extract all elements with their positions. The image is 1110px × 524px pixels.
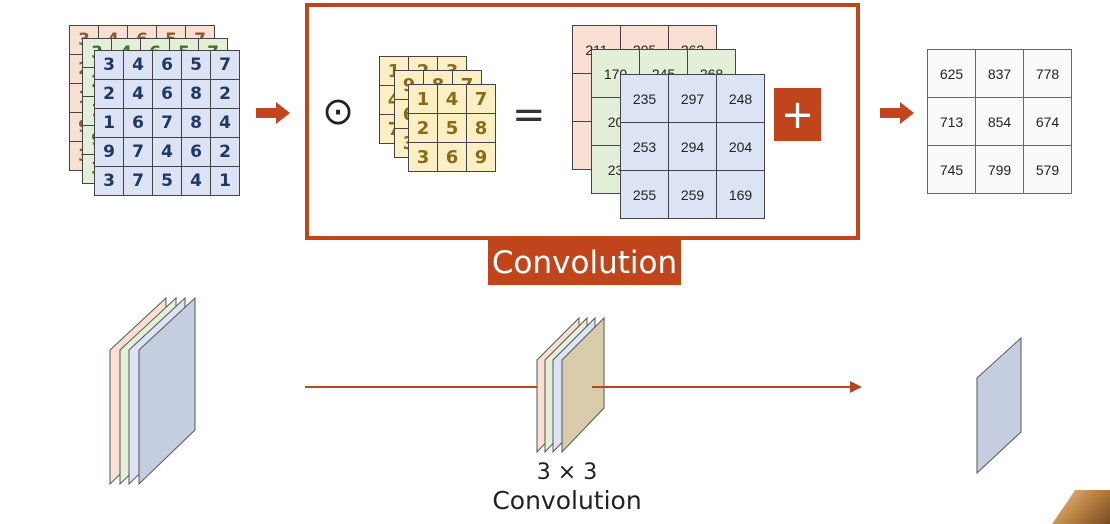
arrow-head-icon [850,381,862,393]
input-cell: 7 [124,167,153,196]
product-cell: 253 [621,123,669,171]
output-cell: 579 [1024,146,1072,194]
kernel-volume-icon [536,316,605,454]
output-cell: 799 [976,146,1024,194]
input-cell: 3 [95,167,124,196]
kernel-cell: 2 [409,114,438,143]
volume-diagram [109,296,1022,486]
input-cell: 5 [182,51,211,80]
input-cell: 4 [211,109,240,138]
input-cell: 7 [124,138,153,167]
output-cell: 837 [976,50,1024,98]
input-cell: 2 [211,138,240,167]
input-cell: 2 [211,80,240,109]
input-cell: 6 [182,138,211,167]
input-cell: 2 [95,80,124,109]
output-cell: 854 [976,98,1024,146]
input-volume-icon [109,296,196,486]
kernel-cell: 1 [409,85,438,114]
product-cell: 294 [669,123,717,171]
product-cell: 235 [621,75,669,123]
product-cell: 255 [621,171,669,219]
product-cell: 248 [717,75,765,123]
input-cell: 5 [153,167,182,196]
kernel-caption-label: Convolution [492,486,642,515]
kernel-cell: 5 [438,114,467,143]
kernel-size-label: 3 × 3 [536,460,598,485]
input-cell: 6 [124,109,153,138]
hadamard-operator: ⊙ [322,89,354,133]
input-cell: 4 [124,80,153,109]
product-cell: 204 [717,123,765,171]
output-cell: 674 [1024,98,1072,146]
input-cell: 6 [153,80,182,109]
output-cell: 625 [928,50,976,98]
product-cell: 259 [669,171,717,219]
kernel-cell: 3 [409,143,438,172]
output-cell: 745 [928,146,976,194]
equals-sign: = [512,92,546,138]
product-cell: 169 [717,171,765,219]
kernel-cell: 4 [438,85,467,114]
input-cell: 1 [211,167,240,196]
output-volume-icon [976,336,1022,475]
input-cell: 4 [182,167,211,196]
input-cell: 8 [182,80,211,109]
kernel-cell: 9 [467,143,496,172]
kernel-cell: 7 [467,85,496,114]
output-cell: 713 [928,98,976,146]
arrow-right-icon [880,102,914,124]
input-cell: 4 [153,138,182,167]
input-cell: 8 [182,109,211,138]
output-cell: 778 [1024,50,1072,98]
product-cell: 297 [669,75,717,123]
input-cell: 9 [95,138,124,167]
input-cell: 1 [95,109,124,138]
convolution-box [305,3,860,240]
convolution-label: Convolution [488,240,681,285]
kernel-cell: 8 [467,114,496,143]
input-cell: 4 [124,51,153,80]
input-cell: 7 [211,51,240,80]
input-cell: 6 [153,51,182,80]
input-cell: 7 [153,109,182,138]
sum-operator: + [774,88,821,141]
arrow-right-icon [256,102,290,124]
kernel-cell: 6 [438,143,467,172]
input-cell: 3 [95,51,124,80]
